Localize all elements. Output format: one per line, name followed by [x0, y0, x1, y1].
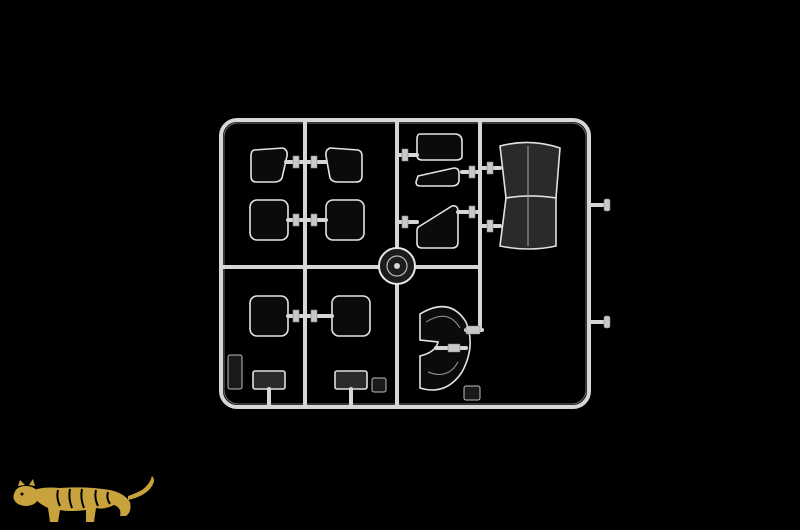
tiger-icon: [13, 476, 154, 522]
windshield-parts: [478, 141, 561, 250]
lens-parts: [419, 305, 484, 401]
sprue-hub: [378, 247, 416, 285]
tiger-logo: [13, 476, 154, 522]
clear-parts-top-left: [249, 147, 365, 241]
clear-parts-bottom-left: [227, 295, 387, 407]
clear-parts-top-middle: [395, 133, 482, 249]
